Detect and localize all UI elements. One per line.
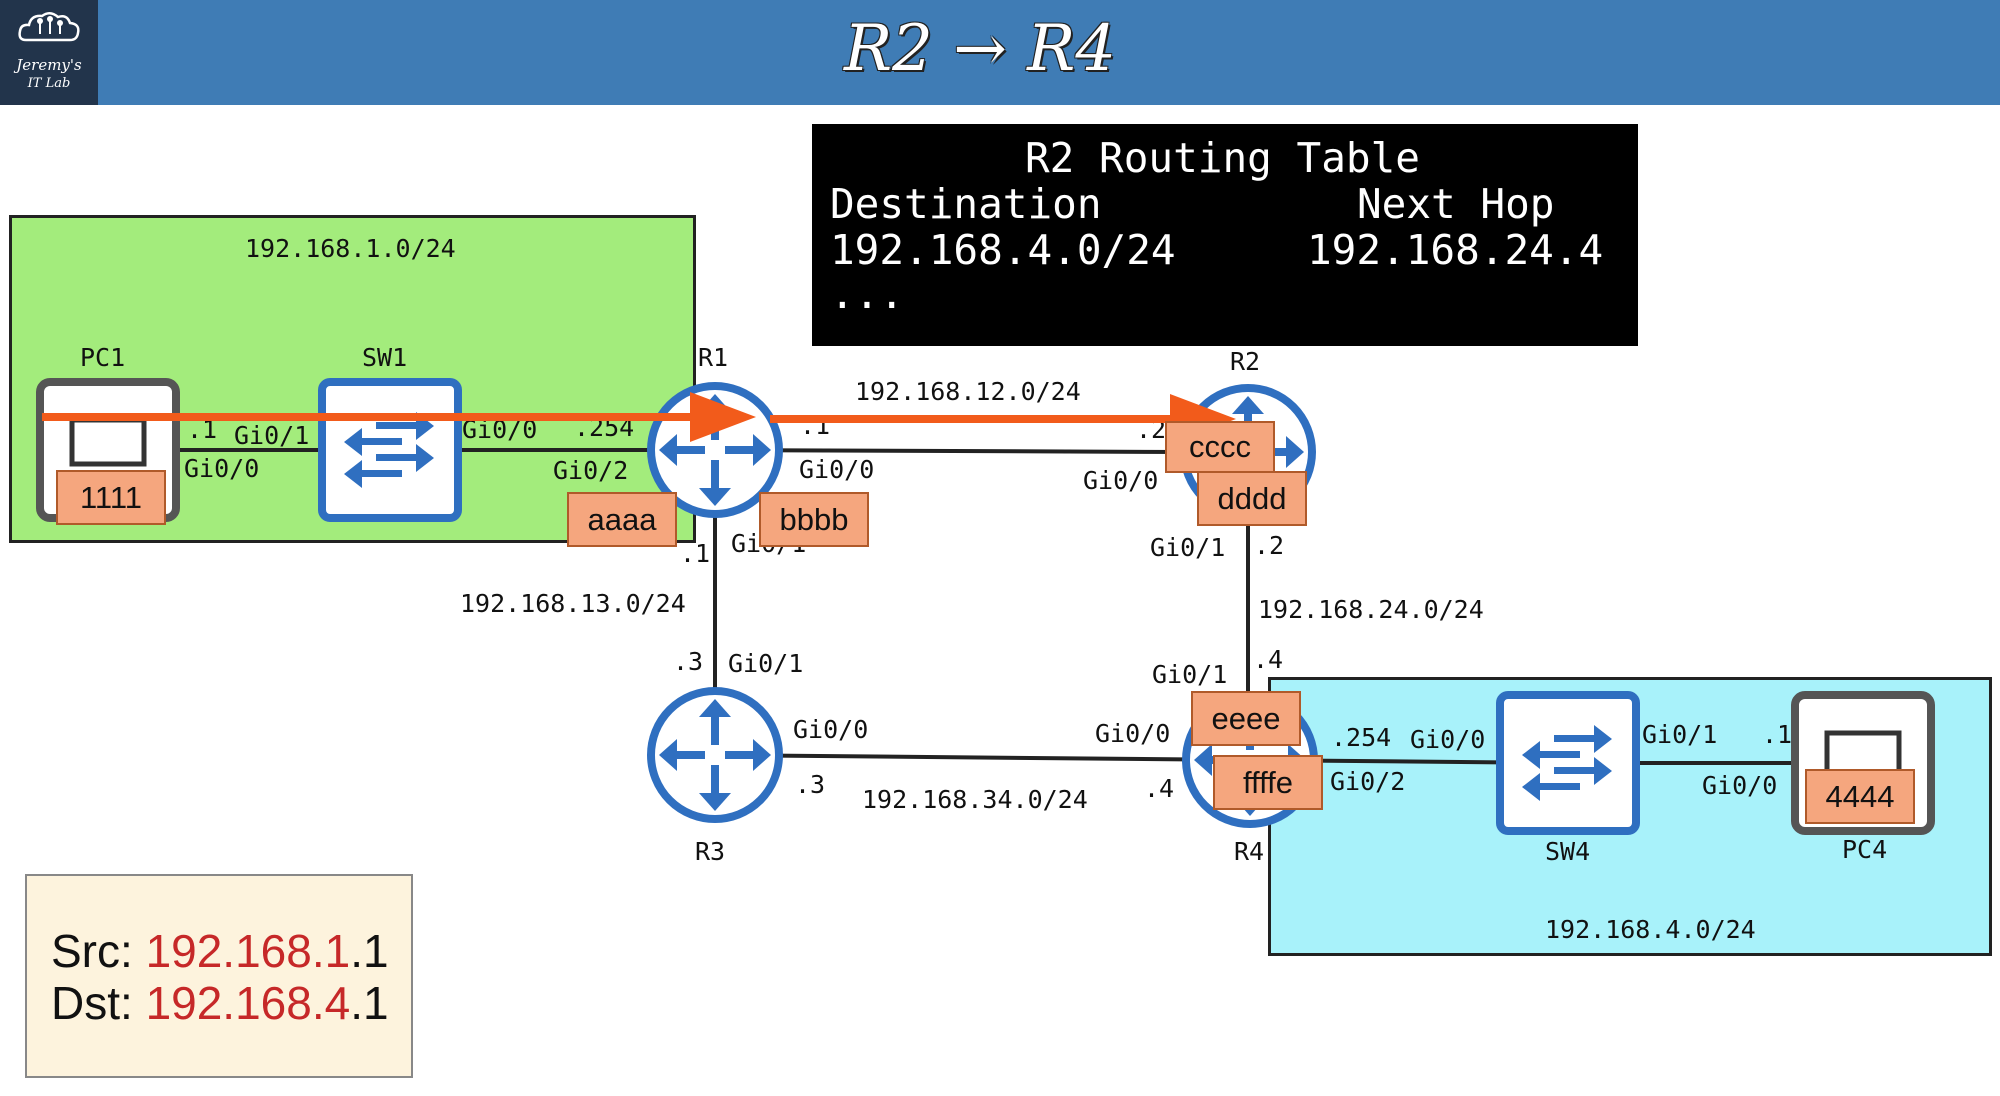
mac-r2-g0-0: cccc — [1189, 429, 1251, 464]
src-host: .1 — [350, 925, 389, 977]
r4-r2-ip-label: .4 — [1253, 645, 1283, 674]
mac-r4-g0-2: ffffe — [1243, 765, 1293, 800]
cloud-network-icon — [18, 12, 80, 42]
link-r2-r4-network: 192.168.24.0/24 — [1258, 595, 1484, 624]
r3-icon[interactable] — [651, 691, 779, 819]
pc4-ip-label: .1 — [1762, 720, 1792, 749]
r4-gi0-1-label: Gi0/1 — [1152, 660, 1227, 689]
link-r3-r4-network: 192.168.34.0/24 — [862, 785, 1088, 814]
mac-box-r1-g0-0: bbbb — [759, 492, 869, 547]
mac-r1-g0-0: bbbb — [780, 502, 849, 537]
r1-gi0-0-label: Gi0/0 — [799, 455, 874, 484]
r1-label: R1 — [698, 343, 728, 372]
lan4-network-label: 192.168.4.0/24 — [1545, 915, 1756, 944]
pc1-interface-label: Gi0/0 — [184, 454, 259, 483]
mac-r2-g0-1: dddd — [1218, 481, 1287, 516]
packet-path-arrow — [42, 392, 1236, 444]
mac-r4-g0-1: eeee — [1212, 701, 1281, 736]
r3-r1-ip-label: .3 — [673, 647, 703, 676]
sw4-gi0-1-label: Gi0/1 — [1642, 720, 1717, 749]
pc1-label: PC1 — [80, 343, 125, 372]
header-bar — [0, 0, 2000, 105]
mac-pc4: 4444 — [1826, 779, 1895, 814]
pc4-interface-label: Gi0/0 — [1702, 771, 1777, 800]
mac-box-r4-g0-1: eeee — [1191, 691, 1301, 746]
sw4-gi0-0-label: Gi0/0 — [1410, 725, 1485, 754]
sw1-gi0-1-label: Gi0/1 — [234, 421, 309, 450]
r2-gi0-0-label: Gi0/0 — [1083, 466, 1158, 495]
r3-label: R3 — [695, 837, 725, 866]
mac-box-pc4: 4444 — [1805, 769, 1915, 824]
r3-gi0-0-label: Gi0/0 — [793, 715, 868, 744]
page-title: R2 → R4 — [843, 12, 1117, 86]
r2-gi0-1-label: Gi0/1 — [1150, 533, 1225, 562]
routing-table: R2 Routing Table Destination Next Hop 19… — [812, 124, 1638, 346]
dst-line: Dst: 192.168.4.1 — [51, 976, 389, 1030]
logo: Jeremy's IT Lab — [0, 0, 98, 105]
link-r1-r3-network: 192.168.13.0/24 — [460, 589, 686, 618]
r1-r3-ip-label: .1 — [680, 539, 710, 568]
mac-box-r2-g0-1: dddd — [1197, 471, 1307, 526]
r1-gi0-2-label: Gi0/2 — [553, 456, 628, 485]
next-hop-header: Next Hop — [1357, 180, 1555, 228]
route-destination: 192.168.4.0/24 — [830, 226, 1176, 274]
pc4-label: PC4 — [1842, 835, 1887, 864]
route-more: ... — [830, 270, 905, 318]
src-label: Src: — [51, 925, 146, 977]
dst-label: Dst: — [51, 977, 146, 1029]
routing-table-title: R2 Routing Table — [1025, 134, 1420, 182]
r4-label: R4 — [1234, 837, 1264, 866]
packet-info-box: Src: 192.168.1.1 Dst: 192.168.4.1 — [25, 874, 413, 1078]
r4-lan-ip-label: .254 — [1331, 723, 1391, 752]
mac-r1-g0-2: aaaa — [588, 502, 658, 537]
r4-r3-ip-label: .4 — [1144, 774, 1174, 803]
r4-gi0-2-label: Gi0/2 — [1330, 767, 1405, 796]
r2-r4-ip-label: .2 — [1254, 531, 1284, 560]
mac-box-r2-g0-0: cccc — [1165, 421, 1275, 473]
r3-r4-ip-label: .3 — [795, 770, 825, 799]
src-network: 192.168.1 — [145, 925, 351, 977]
link-r1-r2-network: 192.168.12.0/24 — [855, 377, 1081, 406]
sw4-label: SW4 — [1545, 837, 1590, 866]
mac-box-r1-g0-2: aaaa — [567, 492, 677, 547]
mac-box-r4-g0-2: ffffe — [1213, 755, 1323, 810]
route-next-hop: 192.168.24.4 — [1307, 226, 1604, 274]
dst-host: .1 — [350, 977, 389, 1029]
cable-r3-r4 — [714, 753, 1251, 762]
r3-gi0-1-label: Gi0/1 — [728, 649, 803, 678]
logo-text: Jeremy's — [16, 56, 82, 74]
src-line: Src: 192.168.1.1 — [51, 924, 389, 978]
logo-subtext: IT Lab — [27, 76, 71, 91]
mac-box-pc1: 1111 — [56, 470, 166, 525]
destination-header: Destination — [830, 180, 1102, 228]
lan1-network-label: 192.168.1.0/24 — [245, 234, 456, 263]
dst-network: 192.168.4 — [145, 977, 351, 1029]
cable-r1-r2 — [714, 448, 1185, 454]
r4-gi0-0-label: Gi0/0 — [1095, 719, 1170, 748]
sw1-icon[interactable] — [322, 382, 458, 518]
sw1-label: SW1 — [362, 343, 407, 372]
r2-label: R2 — [1230, 347, 1260, 376]
sw4-icon[interactable] — [1500, 695, 1636, 831]
mac-pc1: 1111 — [80, 480, 142, 515]
